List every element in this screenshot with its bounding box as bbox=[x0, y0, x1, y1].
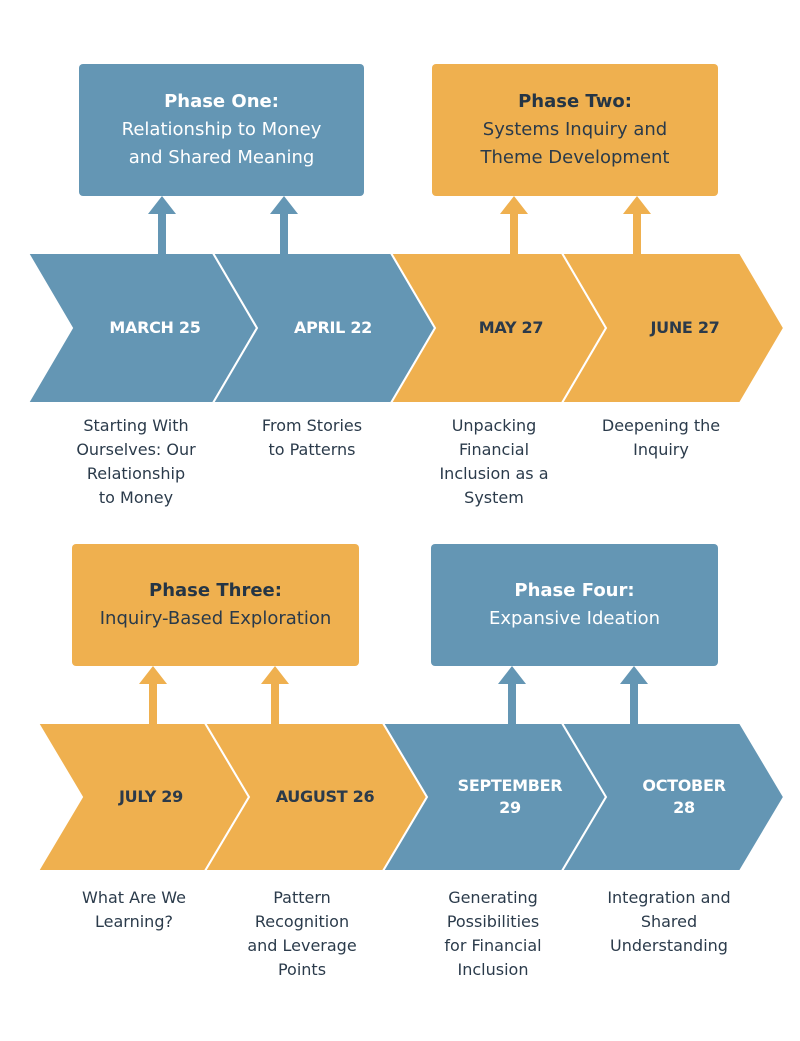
connector-arrow-6 bbox=[261, 666, 289, 724]
connector-arrow-1 bbox=[148, 196, 176, 254]
session-date: JUNE 27 bbox=[650, 318, 720, 337]
phase-two-title: Phase Two: bbox=[518, 91, 632, 112]
chevron-october-28 bbox=[560, 722, 786, 872]
connector-arrow-7 bbox=[498, 666, 526, 724]
connector-arrow-2 bbox=[270, 196, 298, 254]
phase-one-title: Phase One: bbox=[164, 91, 279, 112]
phase-three-title: Phase Three: bbox=[149, 580, 282, 601]
session-date: MAY 27 bbox=[478, 318, 544, 337]
phase-two-box: Phase Two: Systems Inquiry and Theme Dev… bbox=[432, 64, 718, 196]
session-description: From Stories to Patterns bbox=[261, 416, 363, 459]
session-description: Deepening the Inquiry bbox=[601, 416, 721, 459]
session-date: JULY 29 bbox=[119, 787, 183, 806]
connector-arrow-8 bbox=[620, 666, 648, 724]
session-date: APRIL 22 bbox=[293, 318, 372, 337]
phase-two-subtitle: Systems Inquiry and Theme Development bbox=[480, 119, 670, 168]
session-date: MARCH 25 bbox=[109, 318, 201, 337]
session-date: SEPTEMBER 29 bbox=[457, 776, 563, 817]
session-description: Generating Possibilities for Financial I… bbox=[444, 888, 542, 979]
phase-three-subtitle: Inquiry-Based Exploration bbox=[99, 608, 332, 629]
connector-arrow-4 bbox=[623, 196, 651, 254]
session-date: AUGUST 26 bbox=[275, 787, 375, 806]
chevron-june-27 bbox=[560, 252, 786, 404]
phase-four-box: Phase Four: Expansive Ideation bbox=[431, 544, 718, 666]
connector-arrow-3 bbox=[500, 196, 528, 254]
session-description: Pattern Recognition and Leverage Points bbox=[247, 888, 357, 979]
phase-four-title: Phase Four: bbox=[514, 580, 635, 601]
phase-one-subtitle: Relationship to Money and Shared Meaning bbox=[121, 119, 322, 168]
session-description: Unpacking Financial Inclusion as a Syste… bbox=[439, 416, 549, 507]
session-description: Starting With Ourselves: Our Relationshi… bbox=[76, 416, 196, 507]
phase-four-subtitle: Expansive Ideation bbox=[488, 608, 661, 629]
phase-one-box: Phase One: Relationship to Money and Sha… bbox=[79, 64, 364, 196]
phase-three-box: Phase Three: Inquiry-Based Exploration bbox=[72, 544, 359, 666]
session-description: What Are We Learning? bbox=[82, 888, 186, 931]
session-date: OCTOBER 28 bbox=[642, 776, 726, 817]
connector-arrow-5 bbox=[139, 666, 167, 724]
session-description: Integration and Shared Understanding bbox=[607, 888, 731, 955]
